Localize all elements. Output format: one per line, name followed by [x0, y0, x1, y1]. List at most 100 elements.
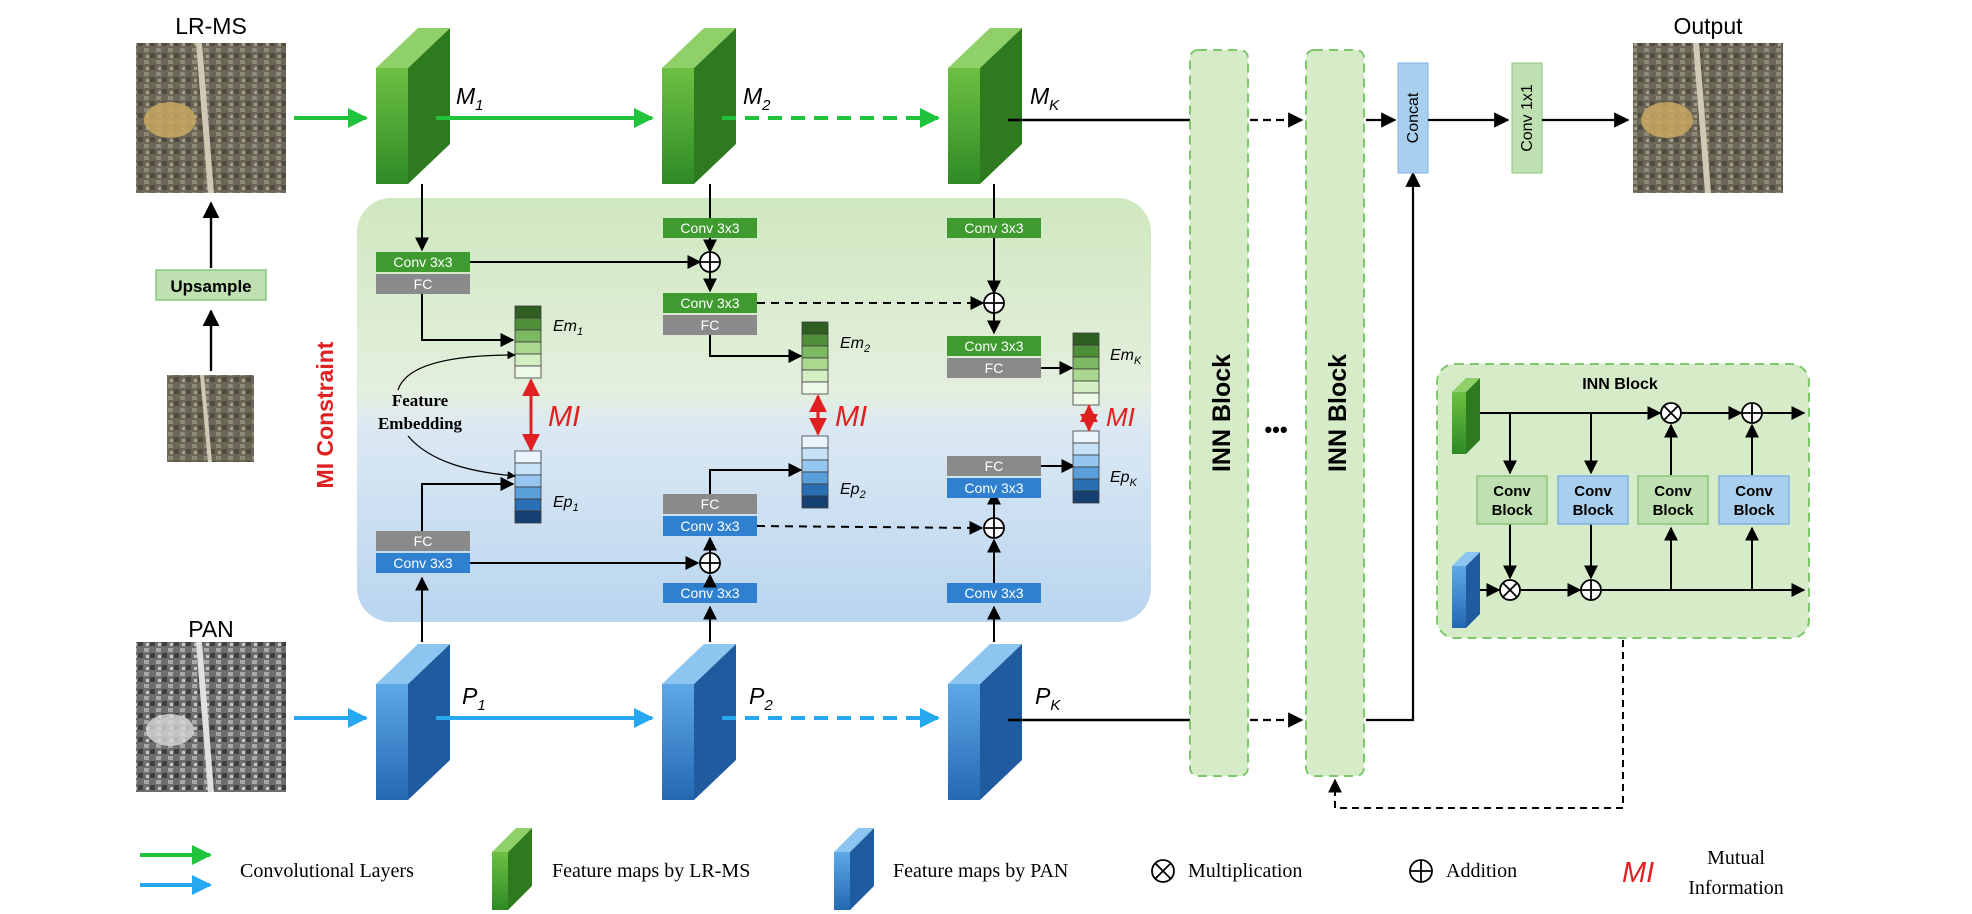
embedding-cell [1072, 344, 1100, 358]
pan-image [136, 642, 286, 792]
mi-label-1: MI [548, 401, 580, 433]
embedding-cell [1072, 478, 1100, 492]
label-epk: EpK [1110, 469, 1138, 489]
embedding-cell [1072, 368, 1100, 382]
inn-detail-title: INN Block [1582, 376, 1658, 393]
embedding-cell [801, 381, 829, 395]
feature-map-mk [948, 28, 1022, 184]
svg-text:FC: FC [701, 496, 720, 512]
conv3x3-pan-ka [947, 583, 1041, 603]
fc-ms-2 [663, 315, 757, 335]
label-p2: P2 [749, 683, 773, 714]
inn-detail-green-map [1452, 378, 1480, 454]
conv3x3-pan-2b [663, 516, 757, 536]
embedding-cell [801, 321, 829, 335]
conv3x3-ms-1 [376, 252, 470, 272]
conv3x3-ms-ka [947, 218, 1041, 238]
conv1x1-block [1511, 62, 1543, 174]
embedding-cell [514, 341, 542, 355]
inn-conv-block-2: Conv Block [1557, 475, 1629, 525]
legend-conv-layers: Convolutional Layers [240, 860, 414, 882]
inn-conv-block-4: Conv Block [1718, 475, 1790, 525]
mi-label-k: MI [1106, 402, 1135, 432]
label-em1: Em1 [553, 318, 583, 338]
embedding-cell [514, 365, 542, 379]
embedding-epk [1072, 430, 1100, 504]
fc-pan-2 [663, 494, 757, 514]
inn-conv-block-3: Conv Block [1637, 475, 1709, 525]
embedding-cell [1072, 356, 1100, 370]
conv3x3-pan-1 [376, 553, 470, 573]
embedding-cell [801, 495, 829, 509]
feature-map-m2 [662, 28, 736, 184]
embedding-cell [1072, 466, 1100, 480]
label-p1: P1 [462, 683, 486, 714]
lrms-label: LR-MS [175, 13, 247, 39]
mi-label-2: MI [835, 401, 867, 433]
label-m1: M1 [456, 83, 484, 114]
embedding-cell [514, 353, 542, 367]
fc-ms-1 [376, 274, 470, 294]
output-image [1633, 43, 1783, 193]
conv3x3-pan-2a [663, 583, 757, 603]
embedding-ep1 [514, 450, 542, 524]
legend-feature-pan: Feature maps by PAN [893, 860, 1068, 882]
inn-conv-block-1: Conv Block [1476, 475, 1548, 525]
conv3x3-ms-kb [947, 336, 1041, 356]
output-label: Output [1673, 13, 1743, 39]
inn-block-1-label: INN Block [1208, 354, 1236, 472]
embedding-cell [801, 333, 829, 347]
embedding-cell [1072, 380, 1100, 394]
embedding-cell [514, 498, 542, 512]
feature-embedding-label-1: Feature [392, 391, 449, 410]
legend-feature-lrms: Feature maps by LR-MS [552, 860, 750, 882]
embedding-cell [801, 345, 829, 359]
embedding-cell [514, 510, 542, 524]
inn-block-1 [1189, 49, 1249, 777]
legend-information: Information [1688, 877, 1784, 899]
legend: Convolutional Layers Feature maps by LR-… [140, 828, 1784, 910]
svg-text:Conv 3x3: Conv 3x3 [964, 338, 1023, 354]
svg-text:Conv 3x3: Conv 3x3 [680, 220, 739, 236]
conv1x1-label: Conv 1x1 [1519, 84, 1536, 152]
svg-text:Conv 3x3: Conv 3x3 [964, 585, 1023, 601]
embedding-cell [514, 450, 542, 464]
legend-green-map-icon [492, 828, 532, 910]
mi-region-background [357, 198, 1151, 622]
embedding-emk [1072, 332, 1100, 406]
svg-text:Conv 3x3: Conv 3x3 [680, 585, 739, 601]
label-pk: PK [1035, 683, 1061, 714]
lrms-image [136, 43, 286, 193]
svg-text:Conv: Conv [1493, 483, 1531, 500]
upsampled-small-image [167, 375, 254, 462]
svg-text:Conv 3x3: Conv 3x3 [680, 518, 739, 534]
svg-text:Conv: Conv [1654, 483, 1692, 500]
svg-text:Conv: Conv [1574, 483, 1612, 500]
inn-block-2 [1305, 49, 1365, 777]
legend-mutual: Mutual [1707, 847, 1765, 869]
svg-text:FC: FC [985, 458, 1004, 474]
svg-text:Conv 3x3: Conv 3x3 [964, 220, 1023, 236]
embedding-cell [1072, 332, 1100, 346]
svg-text:Block: Block [1573, 502, 1615, 519]
embedding-cell [801, 447, 829, 461]
pan-label: PAN [188, 616, 234, 642]
fc-pan-1 [376, 531, 470, 551]
ellipsis: ••• [1264, 417, 1287, 442]
label-ep2: Ep2 [840, 481, 866, 501]
legend-addition: Addition [1446, 860, 1517, 882]
embedding-cell [514, 474, 542, 488]
inn-detail-blue-map [1452, 552, 1480, 628]
concat-block [1397, 62, 1429, 174]
inn-detail-link [1328, 640, 1624, 809]
embedding-cell [514, 486, 542, 500]
embedding-cell [801, 435, 829, 449]
label-mk: MK [1030, 83, 1060, 114]
embedding-cell [801, 471, 829, 485]
label-ep1: Ep1 [553, 494, 579, 514]
feature-map-p1 [376, 644, 450, 800]
feature-map-p2 [662, 644, 736, 800]
svg-text:Conv: Conv [1735, 483, 1773, 500]
embedding-cell [801, 369, 829, 383]
